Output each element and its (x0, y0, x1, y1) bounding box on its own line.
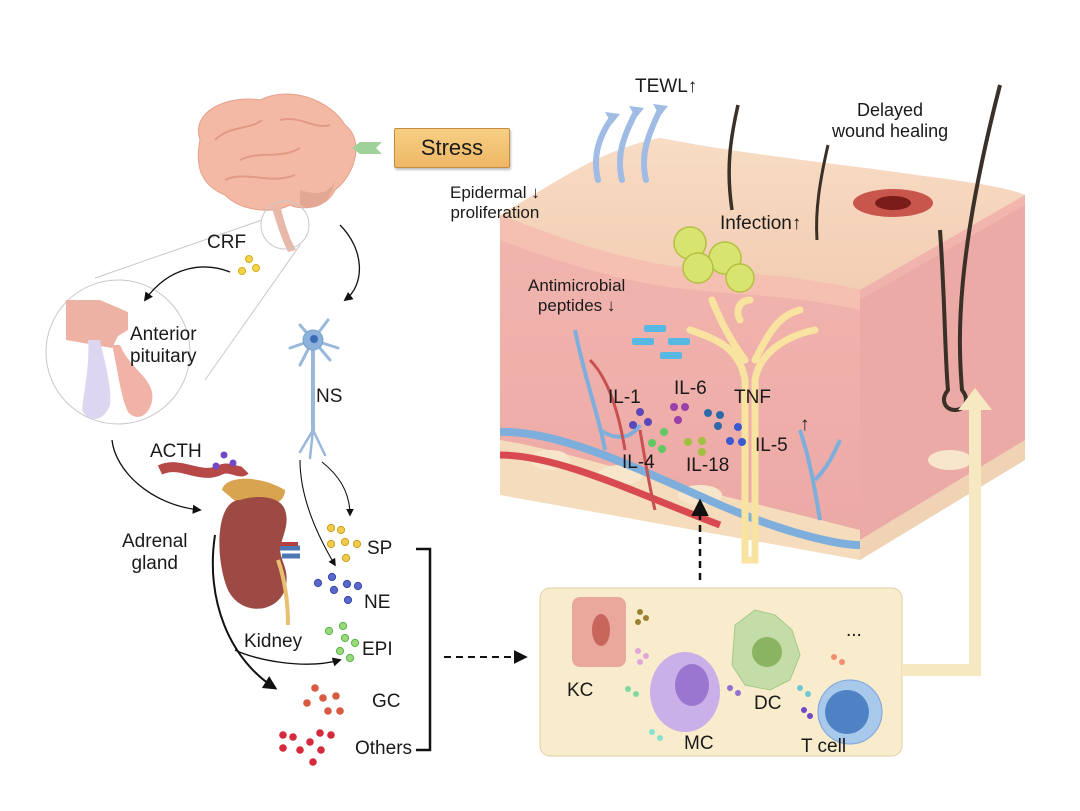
skin-block-illustration (499, 84, 1025, 564)
antimicrobial-peptides-label: Antimicrobial peptides ↓ (528, 276, 626, 315)
il6-molecules (670, 403, 689, 424)
mediator-others-label: Others (355, 738, 413, 759)
mediator-epi-label: EPI (362, 639, 393, 660)
zoom-focus-circle (260, 200, 310, 250)
brain-illustration (197, 93, 357, 252)
mc-label: MC (684, 733, 714, 754)
acth-molecules (212, 451, 237, 470)
mediator-ne-label: NE (364, 592, 391, 613)
il18-molecules (684, 437, 706, 456)
stress-label-box: Stress (394, 128, 510, 168)
tewl-arrows-icon (592, 107, 663, 183)
mediator-gc-label: GC (372, 691, 401, 712)
feedback-arrow (902, 405, 981, 676)
gc-molecules (303, 684, 344, 715)
anterior-pituitary-label: Anterior pituitary (130, 324, 197, 367)
tnf-molecules (704, 409, 724, 430)
mediator-sp-label: SP (367, 538, 393, 559)
more-cells-ellipsis: ... (846, 620, 862, 641)
sp-molecules (326, 523, 362, 563)
crf-molecules (238, 255, 260, 275)
pituitary-illustration (45, 279, 191, 425)
bacteria-illustration (673, 226, 755, 293)
cytokine-il1-label: IL-1 (608, 387, 641, 408)
cell-secretions-icon (625, 609, 845, 741)
mediator-bracket (416, 547, 432, 752)
stress-arrow-icon (352, 142, 382, 154)
neuron-illustration (288, 318, 340, 460)
cytokine-il6-label: IL-6 (674, 378, 707, 399)
il1-molecules (629, 408, 652, 429)
t-cell-label: T cell (801, 736, 847, 757)
kc-label: KC (567, 680, 594, 701)
epidermal-proliferation-label: Epidermal ↓ proliferation (450, 183, 540, 222)
cytokine-tnf-label: TNF (734, 387, 771, 408)
antimicrobial-peptides-icon (632, 325, 690, 359)
cytokine-il18-label: IL-18 (686, 455, 730, 476)
acth-label: ACTH (150, 441, 202, 462)
tewl-label: TEWL↑ (635, 76, 698, 97)
dc-label: DC (754, 693, 782, 714)
kidney-illustration (219, 478, 300, 626)
delayed-wound-healing-label: Delayed wound healing (832, 100, 949, 141)
infection-label: Infection↑ (720, 213, 802, 234)
blood-vessel-illustration (157, 462, 249, 478)
t-cell-illustration (817, 679, 883, 745)
cytokine-il4-label: IL-4 (622, 452, 655, 473)
keratinocyte-illustration (572, 597, 626, 667)
il4-molecules (648, 428, 668, 453)
crf-label: CRF (207, 232, 247, 253)
il5-molecules (726, 423, 746, 446)
dendritic-cell-illustration (731, 609, 801, 691)
kidney-label: Kidney (244, 631, 303, 652)
others-molecules (279, 729, 335, 766)
ne-molecules (313, 572, 363, 605)
ns-label: NS (316, 386, 343, 407)
cytokine-il5-label: IL-5 (755, 435, 788, 456)
adrenal-gland-label: Adrenal gland (122, 531, 188, 574)
cytokine-increase-arrow: ↑ (800, 414, 810, 435)
epi-molecules (324, 621, 360, 663)
mast-cell-illustration (650, 652, 720, 732)
